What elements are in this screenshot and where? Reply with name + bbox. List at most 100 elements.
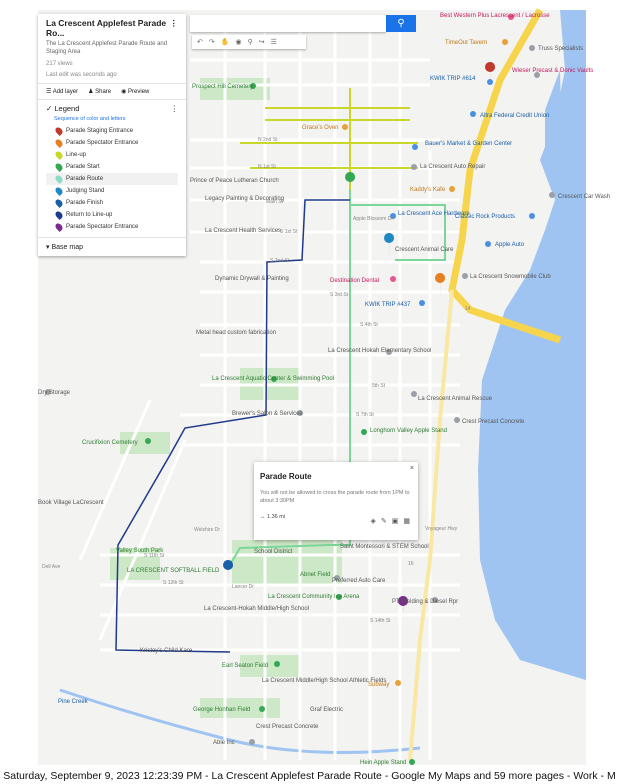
svg-text:S 11th St: S 11th St xyxy=(144,553,165,559)
svg-text:Voyageur Hwy: Voyageur Hwy xyxy=(425,526,458,532)
label-metal: Metal head custom fabrication xyxy=(196,330,276,336)
label-best-western: Best Western Plus Lacrescent / Lacrosse xyxy=(440,13,550,19)
label-prospect: Prospect Hill Cemetery xyxy=(192,84,253,90)
legend-item[interactable]: Parade Route xyxy=(46,172,178,185)
street-labels: N 2nd St N 1st St Main St S 1st St S 2nd… xyxy=(42,137,471,624)
label-kaddys: Kaddy's Kafe xyxy=(410,187,446,193)
legend-item-label: Parade Finish xyxy=(66,199,104,206)
svg-text:Lancer Dr: Lancer Dr xyxy=(232,584,254,590)
more-options-icon[interactable]: ⋮ xyxy=(169,18,179,28)
george-honhan-field xyxy=(200,698,280,718)
legend-item[interactable]: Parade Finish xyxy=(46,197,178,209)
legend-item[interactable]: Line-up xyxy=(46,149,178,161)
layer-options-icon[interactable]: ⋮ xyxy=(170,103,179,113)
label-destination: Destination Dental xyxy=(330,278,379,284)
svg-text:14: 14 xyxy=(465,306,471,312)
preview-button[interactable]: ◉ Preview xyxy=(121,88,150,95)
add-layer-button[interactable]: ☰ Add layer xyxy=(46,88,79,95)
svg-text:N 2nd St: N 2nd St xyxy=(258,137,278,143)
label-apple-auto: Apple Auto xyxy=(495,242,525,248)
label-snowmobile: La Crescent Snowmobile Club xyxy=(470,274,551,280)
camera-icon[interactable]: ▣ xyxy=(391,518,399,525)
search-button[interactable]: ⚲ xyxy=(386,15,416,32)
legend-marker-icon xyxy=(54,137,64,148)
hand-icon[interactable]: ✋ xyxy=(220,39,230,46)
label-longhorn: Longhorn Valley Apple Stand xyxy=(370,428,447,434)
legend-item[interactable]: Parade Staging Entrance xyxy=(46,125,178,137)
spectator-entrance-marker-south[interactable] xyxy=(398,596,409,620)
redo-icon[interactable]: ↷ xyxy=(208,39,215,46)
marker-icon[interactable]: ◉ xyxy=(235,39,242,46)
label-truss: Truss Specialists xyxy=(538,46,583,52)
legend-item-label: Line-up xyxy=(66,151,87,158)
map-views: 217 views xyxy=(46,60,73,67)
parade-finish-marker[interactable] xyxy=(223,560,234,584)
edit-icon[interactable]: ✎ xyxy=(380,518,387,525)
pine-creek xyxy=(59,688,421,754)
legend-marker-icon xyxy=(54,173,64,184)
label-pt-welding: PT Welding & Diesel Rpr xyxy=(392,599,458,605)
label-classic: Classic Rock Products xyxy=(455,214,515,220)
undo-icon[interactable]: ↶ xyxy=(197,39,203,46)
spectator-entrance-marker-east[interactable] xyxy=(435,273,446,297)
directions-icon[interactable]: ↪ xyxy=(258,39,265,46)
label-graf: Graf Electric xyxy=(310,707,343,713)
legend-item[interactable]: Return to Line-up xyxy=(46,209,178,221)
label-animal-rescue: La Crescent Animal Rescue xyxy=(418,396,493,402)
legend-item[interactable]: Judging Stand xyxy=(46,185,178,197)
legend-item[interactable]: Parade Start xyxy=(46,161,178,173)
legend-item[interactable]: Parade Spectator Entrance xyxy=(46,221,178,233)
legend-item[interactable]: Parade Spectator Entrance xyxy=(46,137,178,149)
staging-entrance-marker[interactable] xyxy=(485,62,496,86)
parade-start-marker[interactable] xyxy=(345,172,356,197)
ruler-icon[interactable]: ☰ xyxy=(270,39,277,46)
label-pine-creek: Pine Creek xyxy=(58,699,89,705)
label-softball: LA CRESCENT SOFTBALL FIELD xyxy=(127,568,220,574)
return-route-line xyxy=(115,199,350,653)
label-bauers: Bauer's Market & Garden Center xyxy=(425,141,512,147)
legend-layer-title[interactable]: ✓ Legend xyxy=(46,103,80,113)
label-earl: Earl Seaton Field xyxy=(222,663,268,669)
svg-text:16: 16 xyxy=(408,561,414,567)
earl-seaton-field xyxy=(240,655,300,677)
legend-marker-icon xyxy=(54,185,64,196)
style-icon[interactable]: ◈ xyxy=(370,518,376,525)
legend-marker-icon xyxy=(54,197,64,208)
label-altra: Altra Federal Credit Union xyxy=(480,113,549,119)
judging-stand-marker[interactable] xyxy=(384,233,395,257)
close-icon[interactable]: × xyxy=(409,465,414,472)
svg-text:Apple Blossom Dr: Apple Blossom Dr xyxy=(353,216,393,222)
base-map-toggle[interactable]: ▾ Base map xyxy=(46,243,83,251)
lineup-route xyxy=(240,88,418,190)
map-search-input[interactable] xyxy=(190,15,386,32)
popup-body: You will not be allowed to cross the par… xyxy=(260,490,410,504)
legend-marker-icon xyxy=(54,209,64,220)
label-dynamic: Dynamic Drywall & Painting xyxy=(215,276,289,282)
svg-text:S 2nd St: S 2nd St xyxy=(270,258,290,264)
label-crest: Crest Precast Concrete xyxy=(462,419,525,425)
label-brewers: Brewer's Salon & Services xyxy=(232,411,303,417)
legend-marker-icon xyxy=(54,161,64,172)
legend-item-label: Return to Line-up xyxy=(66,211,113,218)
label-abnet: Abnet Field xyxy=(300,572,330,578)
legend-style-link[interactable]: Sequence of color and letters xyxy=(54,115,126,122)
label-school-district: School District xyxy=(254,549,293,555)
share-button[interactable]: ♟ Share xyxy=(88,88,112,95)
label-prince: Prince of Peace Lutheran Church xyxy=(190,178,279,184)
draw-line-icon[interactable]: ⚲ xyxy=(247,39,253,46)
highway-14 xyxy=(448,8,562,344)
legend-item-label: Parade Staging Entrance xyxy=(66,127,134,134)
map-side-panel: La Crescent Applefest Parade Ro...⋮ The … xyxy=(38,14,186,256)
popup-title: Parade Route xyxy=(260,472,312,481)
label-legacy: Legacy Painting & Decorating xyxy=(205,196,284,202)
label-preferred: Preferred Auto Care xyxy=(332,578,386,584)
legend-item-label: Judging Stand xyxy=(66,187,105,194)
legend-item-label: Parade Start xyxy=(66,163,100,170)
river-inlet xyxy=(545,70,562,165)
label-kristoys: Kristoy's Child Kare xyxy=(140,648,193,654)
label-animal-care: Crescent Animal Care xyxy=(395,247,454,253)
map-title[interactable]: La Crescent Applefest Parade Ro... xyxy=(46,18,167,38)
svg-text:S 1st St: S 1st St xyxy=(280,229,298,235)
delete-icon[interactable]: ▦ xyxy=(403,518,410,525)
svg-text:S 7th St: S 7th St xyxy=(356,412,374,418)
